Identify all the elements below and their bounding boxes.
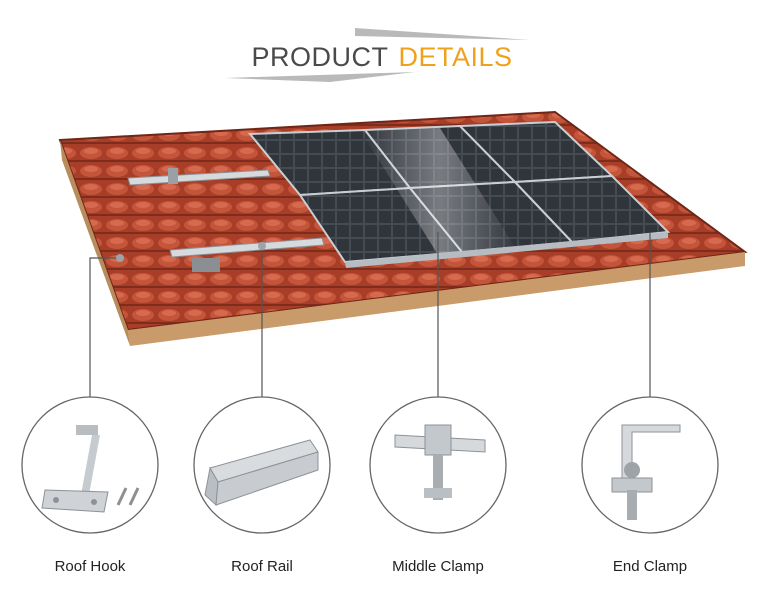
detail-circle-middle-clamp — [369, 396, 507, 534]
callout-dots — [116, 242, 266, 262]
title-word-product: PRODUCT — [251, 42, 389, 72]
header-banner: PRODUCT DETAILS — [0, 0, 764, 110]
label-end-clamp: End Clamp — [612, 558, 688, 575]
title-word-details: DETAILS — [398, 42, 513, 72]
banner-decoration — [225, 28, 530, 82]
solar-panel-array — [247, 120, 671, 268]
detail-circle-end-clamp — [581, 396, 719, 534]
page-title: PRODUCT DETAILS — [0, 42, 764, 73]
label-middle-clamp: Middle Clamp — [392, 558, 484, 575]
detail-circle-roof-rail — [193, 396, 331, 534]
label-roof-hook: Roof Hook — [54, 558, 126, 575]
callout-lines — [89, 232, 651, 398]
label-roof-rail: Roof Rail — [231, 558, 293, 575]
roof-rails — [127, 168, 325, 272]
detail-circle-roof-hook — [21, 396, 159, 534]
